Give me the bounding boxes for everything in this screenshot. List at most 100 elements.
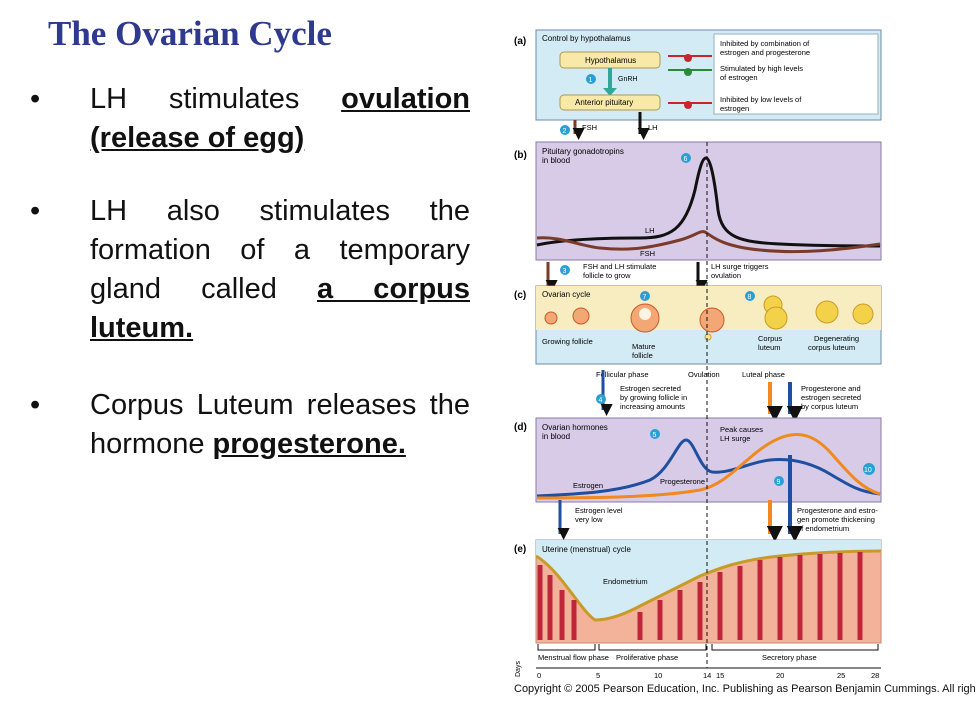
note-text: gen promote thickening bbox=[797, 515, 875, 524]
day-tick-label: 10 bbox=[654, 671, 662, 680]
note-text: FSH and LH stimulate bbox=[583, 262, 656, 271]
note-text: of estrogen bbox=[720, 73, 758, 82]
note-text: estrogen and progesterone bbox=[720, 48, 810, 57]
fsh-curve-label: FSH bbox=[640, 249, 655, 258]
note-text: of endometrium bbox=[797, 524, 849, 533]
menstrual-phase-label: Menstrual flow phase bbox=[538, 653, 609, 662]
panel-e-title: Uterine (menstrual) cycle bbox=[542, 545, 631, 554]
follicular-phase-label: Follicular phase bbox=[596, 370, 649, 379]
step-number: 4 bbox=[599, 397, 603, 404]
step-number: 2 bbox=[563, 128, 567, 135]
lh-label: LH bbox=[648, 123, 658, 132]
step-marker: 3 bbox=[560, 265, 570, 275]
growing-follicle-label: Growing follicle bbox=[542, 337, 593, 346]
mature-follicle-label: follicle bbox=[632, 351, 653, 360]
degenerating-label: Degenerating bbox=[814, 334, 859, 343]
step-number: 7 bbox=[643, 294, 647, 301]
step-marker: 5 bbox=[650, 429, 660, 439]
copyright-notice: Copyright © 2005 Pearson Education, Inc.… bbox=[514, 683, 976, 695]
progesterone-curve bbox=[536, 433, 881, 500]
minus-icon bbox=[684, 54, 692, 62]
panel-letter: (c) bbox=[514, 290, 526, 301]
day-tick-label: 14 bbox=[703, 671, 711, 680]
day-tick-label: 25 bbox=[837, 671, 845, 680]
estrogen-curve bbox=[536, 438, 881, 498]
follicle-icon bbox=[572, 307, 590, 325]
note-text: very low bbox=[575, 515, 603, 524]
progesterone-curve-label: Progesterone bbox=[660, 477, 705, 486]
estrogen-curve-label: Estrogen bbox=[573, 481, 603, 490]
phase-brackets bbox=[537, 644, 879, 651]
luteal-phase-label: Luteal phase bbox=[742, 370, 785, 379]
step-marker: 10 bbox=[863, 463, 875, 475]
step-number: 9 bbox=[777, 479, 781, 486]
corpus-luteum-label: Corpus bbox=[758, 334, 782, 343]
step-marker: 7 bbox=[640, 291, 650, 301]
bullet-dot: • bbox=[30, 195, 41, 227]
gnrh-label: GnRH bbox=[618, 76, 637, 83]
note-text: ovulation bbox=[711, 271, 741, 280]
bullet-dot: • bbox=[30, 83, 41, 115]
note-text: follicle to grow bbox=[583, 271, 631, 280]
note-text: by corpus luteum bbox=[801, 402, 858, 411]
panel-letter: (e) bbox=[514, 544, 526, 555]
step-number: 8 bbox=[748, 294, 752, 301]
hypothalamus-label: Hypothalamus bbox=[585, 56, 636, 65]
step-number: 1 bbox=[589, 77, 593, 84]
days-axis-label: Days bbox=[515, 661, 522, 677]
step-number: 10 bbox=[864, 467, 872, 474]
note-text: Inhibited by combination of bbox=[720, 39, 810, 48]
note-text: Estrogen secreted bbox=[620, 384, 681, 393]
note-text: Inhibited by low levels of bbox=[720, 95, 802, 104]
minus-icon bbox=[684, 101, 692, 109]
bullet-progesterone: • Corpus Luteum releases the hormone pro… bbox=[30, 386, 470, 464]
step-marker: 2 bbox=[560, 125, 570, 135]
note-text: Progesterone and estro- bbox=[797, 506, 878, 515]
day-tick-label: 0 bbox=[537, 671, 541, 680]
plus-icon bbox=[684, 68, 692, 76]
panel-a-hypothalamus-control: (a) Control by hypothalamus Hypothalamus… bbox=[514, 29, 882, 140]
bullet-text: Corpus Luteum releases the hormone bbox=[90, 389, 470, 460]
secretory-phase-label: Secretory phase bbox=[762, 653, 817, 662]
control-notes-box bbox=[713, 33, 879, 115]
egg-icon bbox=[704, 333, 712, 341]
step-marker: 4 bbox=[596, 394, 606, 404]
endometrium-label: Endometrium bbox=[603, 577, 648, 586]
endometrial-glands bbox=[537, 552, 863, 640]
degenerating-label: corpus luteum bbox=[808, 343, 855, 352]
bullet-list: • LH stimulates ovulation (release of eg… bbox=[30, 80, 470, 464]
mature-follicle-label: Mature bbox=[632, 342, 655, 351]
step-number: 6 bbox=[684, 156, 688, 163]
bullet-lh-corpus-luteum: • LH also stimulates the formation of a … bbox=[30, 192, 470, 348]
lh-curve-label: LH bbox=[645, 226, 655, 235]
bullet-text: LH stimulates bbox=[90, 83, 342, 115]
note-text: increasing amounts bbox=[620, 402, 685, 411]
bullet-text: LH also stimulates the formation of a te… bbox=[90, 195, 470, 305]
note-text: Peak causes bbox=[720, 425, 763, 434]
endometrium-surface bbox=[535, 549, 882, 622]
ovulating-follicle-icon bbox=[699, 307, 725, 333]
panel-b-gonadotropins: (b) Pituitary gonadotropins in blood LH … bbox=[514, 141, 882, 292]
day-tick-label: 5 bbox=[596, 671, 600, 680]
bullet-dot: • bbox=[30, 389, 41, 421]
anterior-pituitary-box bbox=[559, 94, 661, 111]
note-text: LH surge bbox=[720, 434, 750, 443]
note-text: Stimulated by high levels bbox=[720, 64, 803, 73]
panel-a-title: Control by hypothalamus bbox=[542, 34, 631, 43]
step-marker: 8 bbox=[745, 291, 755, 301]
panel-letter: (d) bbox=[514, 422, 527, 433]
degenerating-luteum-icon bbox=[815, 300, 839, 324]
note-text: Estrogen level bbox=[575, 506, 623, 515]
fsh-curve bbox=[536, 230, 881, 254]
anterior-pituitary-label: Anterior pituitary bbox=[575, 98, 633, 107]
lh-curve bbox=[536, 156, 881, 248]
bullet-lh-ovulation: • LH stimulates ovulation (release of eg… bbox=[30, 80, 470, 158]
note-text: estrogen secreted bbox=[801, 393, 861, 402]
day-tick-label: 20 bbox=[776, 671, 784, 680]
day-tick-label: 15 bbox=[716, 671, 724, 680]
step-markers: 1 2 3 4 5 6 7 8 9 10 bbox=[560, 74, 875, 486]
note-text: Progesterone and bbox=[801, 384, 861, 393]
panel-e-uterine-cycle: (e) Uterine (menstrual) cycle Endometriu… bbox=[514, 539, 882, 680]
fsh-label: FSH bbox=[582, 123, 597, 132]
